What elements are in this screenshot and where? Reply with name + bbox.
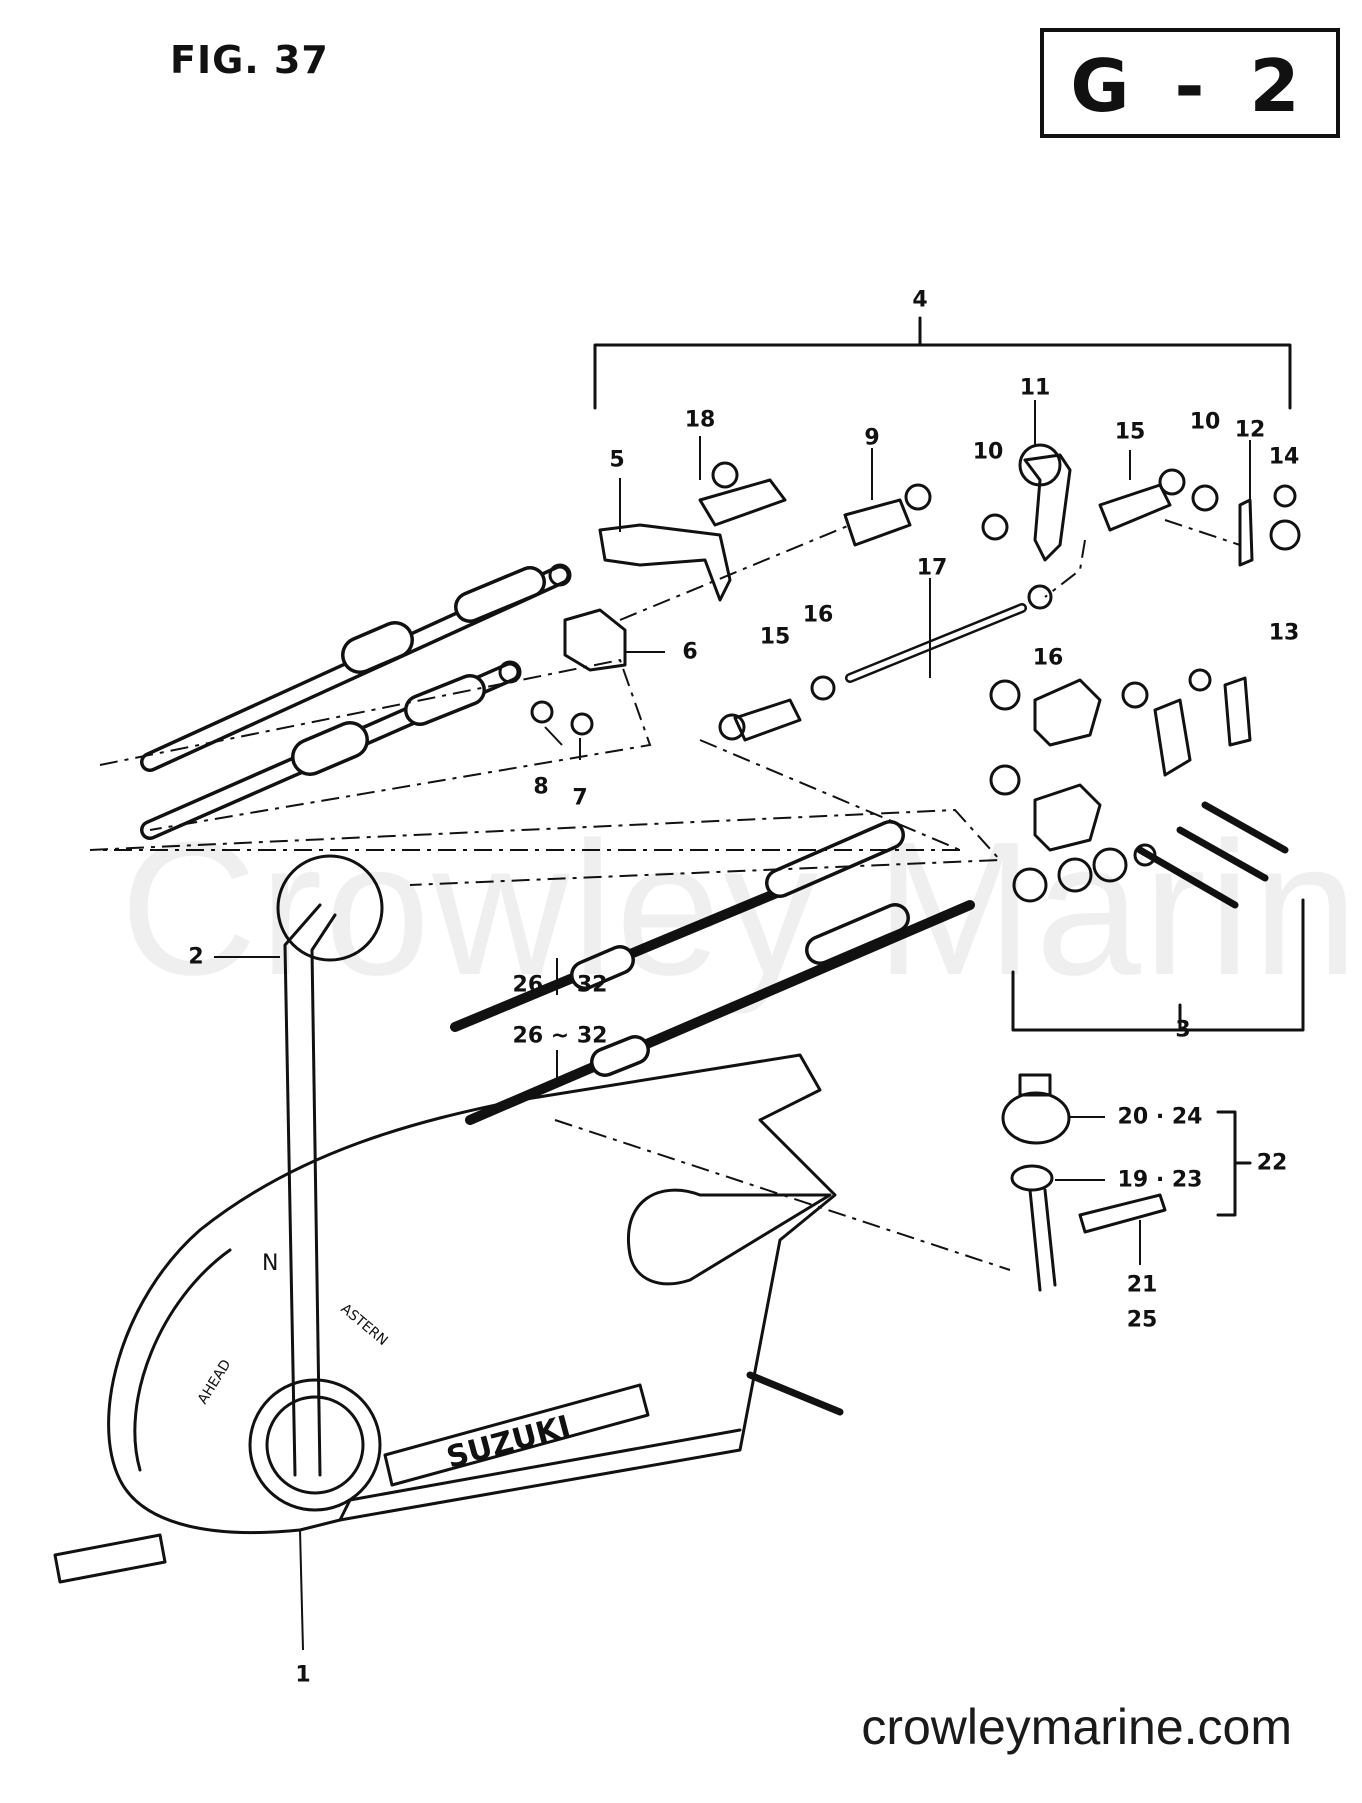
leader-dashed-lines — [99, 658, 652, 831]
callout-6: 6 — [682, 639, 698, 665]
control-cable-upper — [140, 563, 572, 772]
plate-part-21 — [1078, 1193, 1167, 1234]
clip-part-6 — [563, 608, 627, 672]
nut-part-16-right — [1027, 584, 1053, 610]
callout-15-lower: 15 — [759, 624, 791, 650]
callout-26-32-upper: 26 ~ 32 — [512, 972, 608, 998]
callout-7: 7 — [572, 785, 588, 811]
panel-astern-label: ASTERN — [337, 1301, 390, 1349]
brand-emblem — [248, 1378, 382, 1512]
switch-part-20 — [1001, 1091, 1071, 1145]
bolt-part-8 — [530, 700, 554, 724]
washer-part-7 — [570, 712, 594, 736]
callout-14: 14 — [1268, 444, 1300, 470]
nut-part-10-right — [1191, 484, 1219, 512]
callout-21: 21 — [1126, 1272, 1158, 1298]
watermark: Crowley Marine — [120, 803, 1362, 1015]
callout-17: 17 — [916, 555, 948, 581]
callout-12: 12 — [1234, 417, 1266, 443]
callout-2: 2 — [188, 944, 204, 970]
control-box-housing — [107, 1053, 837, 1534]
nut-part-14 — [1273, 484, 1297, 508]
cable-26-32-lower — [465, 900, 975, 1125]
mounting-screw — [746, 1371, 844, 1416]
brand-label: SUZUKI — [443, 1409, 574, 1476]
callout-20-24: 20 · 24 — [1117, 1104, 1203, 1130]
rod-end-part-9 — [843, 498, 912, 547]
cable-26-32-upper — [450, 820, 905, 1032]
callout-22: 22 — [1256, 1150, 1288, 1176]
callout-4: 4 — [912, 287, 928, 313]
section-code: G - 2 — [1070, 44, 1310, 128]
bracket-group-22 — [1216, 1110, 1237, 1217]
nut-part-13 — [1269, 519, 1301, 551]
callout-11: 11 — [1019, 375, 1051, 401]
bracket-group-3 — [1011, 898, 1305, 1032]
callout-25: 25 — [1126, 1307, 1158, 1333]
panel-neutral-mark: N — [262, 1251, 278, 1276]
callout-26-32-lower: 26 ~ 32 — [512, 1023, 608, 1049]
nut-part-16-left — [810, 675, 836, 701]
control-cable-lower — [140, 660, 522, 840]
callout-9: 9 — [864, 425, 880, 451]
callout-10-right: 10 — [1189, 409, 1221, 435]
control-lever-shaft — [283, 903, 322, 1477]
mounting-part — [53, 1533, 167, 1584]
callout-18: 18 — [684, 407, 716, 433]
callout-5: 5 — [609, 447, 625, 473]
panel-ahead-label: AHEAD — [195, 1357, 235, 1407]
callout-19-23: 19 · 23 — [1117, 1167, 1203, 1193]
figure-number: FIG. 37 — [170, 38, 329, 82]
callout-1: 1 — [295, 1662, 311, 1688]
callout-16-left: 16 — [802, 602, 834, 628]
callout-13: 13 — [1268, 620, 1300, 646]
section-code-box: G - 2 — [1040, 28, 1340, 138]
nut-part-10-left — [981, 513, 1009, 541]
rod-end-part-15-lower — [733, 698, 802, 742]
site-url: crowleymarine.com — [861, 1699, 1292, 1755]
switch-nut-part-19 — [1010, 1164, 1054, 1192]
rod-end-part-15-upper — [1098, 483, 1172, 532]
callout-8: 8 — [533, 774, 549, 800]
brand-plate — [383, 1383, 650, 1487]
callout-10-left: 10 — [972, 439, 1004, 465]
clip-part-12 — [1238, 498, 1254, 567]
callout-3: 3 — [1175, 1017, 1191, 1043]
pin-part-18 — [698, 478, 787, 527]
callout-16-right: 16 — [1032, 645, 1064, 671]
control-knob — [276, 854, 384, 962]
bracket-part-5 — [598, 523, 732, 602]
lever-part-11 — [1023, 453, 1072, 562]
callout-15-upper: 15 — [1114, 419, 1146, 445]
bracket-assembly-4 — [593, 343, 1292, 410]
